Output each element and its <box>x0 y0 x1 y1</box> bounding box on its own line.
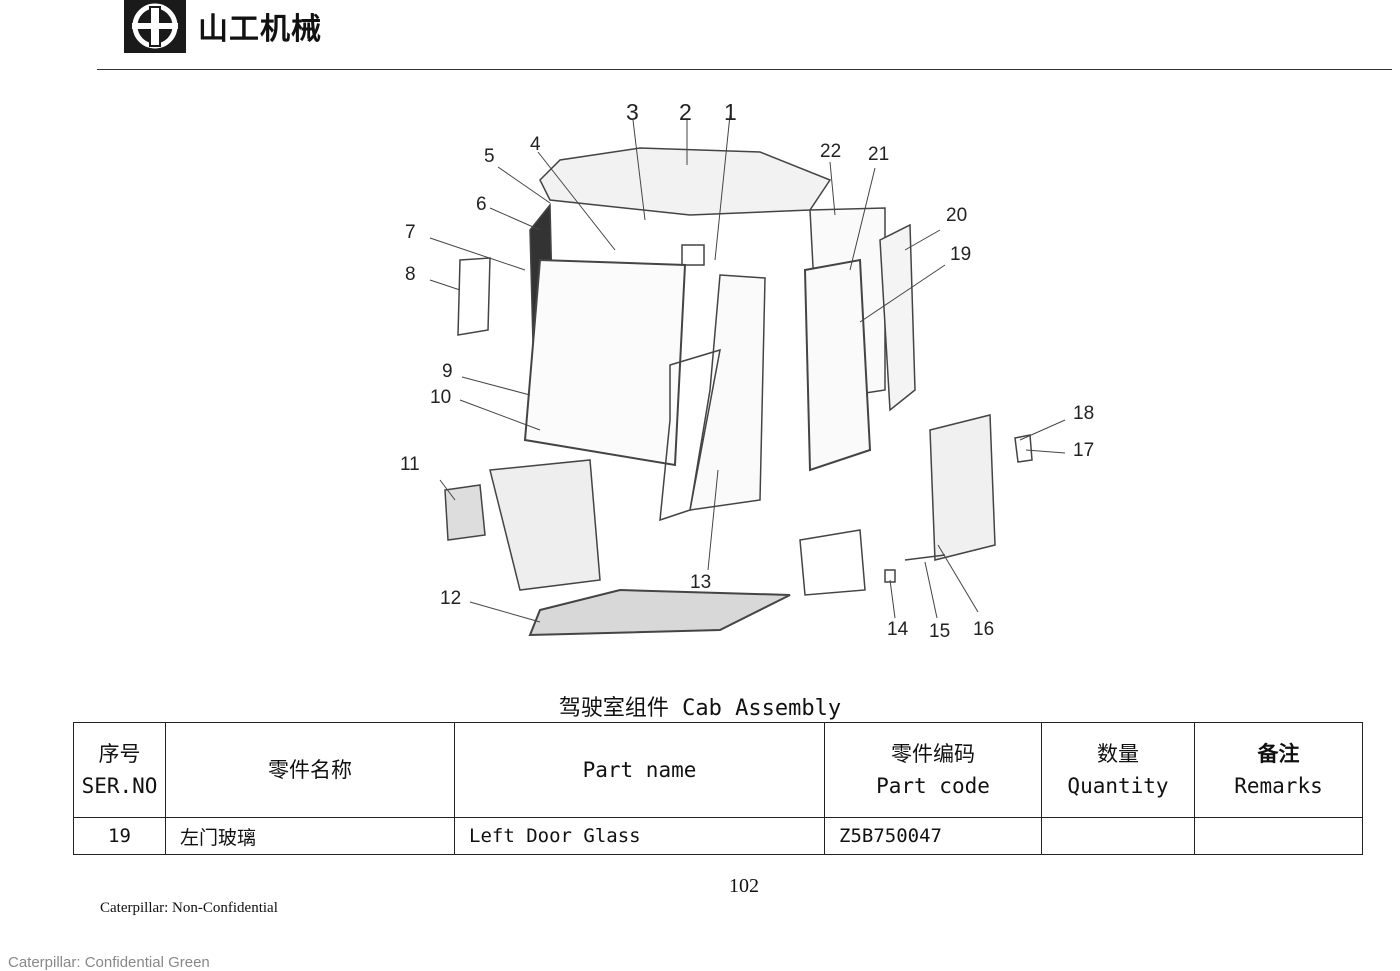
header-remarks-cn: 备注 <box>1257 742 1300 766</box>
header-part-name: Part name <box>454 722 825 818</box>
cell-name-cn: 左门玻璃 <box>165 817 455 855</box>
callout-11: 11 <box>400 454 420 475</box>
header-remarks-en: Remarks <box>1234 774 1323 798</box>
callout-19: 19 <box>950 244 971 265</box>
callout-3: 3 <box>626 99 639 125</box>
callout-15: 15 <box>929 621 950 642</box>
callout-1: 1 <box>724 99 737 125</box>
table-header-row: 序号 SER.NO 零件名称 Part name 零件编码 Part code … <box>73 722 1363 818</box>
callout-10: 10 <box>430 387 451 408</box>
table-row: 19 左门玻璃 Left Door Glass Z5B750047 <box>73 817 1363 855</box>
callout-6: 6 <box>476 194 487 215</box>
cell-name-en: Left Door Glass <box>454 817 825 855</box>
callout-7: 7 <box>405 222 416 243</box>
company-logo <box>124 0 186 53</box>
header-code-cn: 零件编码 <box>891 742 975 766</box>
callout-12: 12 <box>440 588 461 609</box>
callout-17: 17 <box>1073 440 1094 461</box>
header-qty-cn: 数量 <box>1097 742 1139 766</box>
brand-name: 山工机械 <box>198 12 322 47</box>
callout-14: 14 <box>887 619 909 640</box>
header-remarks: 备注 Remarks <box>1194 722 1363 818</box>
callout-18: 18 <box>1073 403 1094 424</box>
callout-8: 8 <box>405 264 416 285</box>
callout-13: 13 <box>690 572 711 593</box>
header-divider <box>97 69 1392 70</box>
page-number: 102 <box>729 875 759 897</box>
header-part-code: 零件编码 Part code <box>824 722 1042 818</box>
header-qty-en: Quantity <box>1067 774 1169 798</box>
cell-part-code: Z5B750047 <box>824 817 1042 855</box>
callout-9: 9 <box>442 361 453 382</box>
parts-table: 序号 SER.NO 零件名称 Part name 零件编码 Part code … <box>73 722 1363 855</box>
callout-22: 22 <box>820 141 841 162</box>
header-quantity: 数量 Quantity <box>1041 722 1195 818</box>
classification-label-secondary: Caterpillar: Confidential Green <box>8 954 210 971</box>
callout-16: 16 <box>973 619 994 640</box>
callout-2: 2 <box>679 99 692 125</box>
header-ser-no: 序号 SER.NO <box>73 722 166 818</box>
cell-remarks <box>1194 817 1363 855</box>
cell-ser: 19 <box>73 817 166 855</box>
callout-5: 5 <box>484 146 495 167</box>
cab-assembly-diagram: 1 2 3 4 5 6 7 8 9 10 11 12 13 14 15 16 1… <box>390 90 1130 660</box>
header-code-en: Part code <box>876 774 990 798</box>
callout-20: 20 <box>946 205 967 226</box>
callout-4: 4 <box>530 134 541 155</box>
header-ser-en: SER.NO <box>81 774 158 798</box>
cell-quantity <box>1041 817 1195 855</box>
header-ser-cn: 序号 <box>98 742 141 766</box>
figure-caption: 驾驶室组件 Cab Assembly <box>558 696 842 721</box>
classification-label: Caterpillar: Non-Confidential <box>100 900 278 916</box>
callout-21: 21 <box>868 144 889 165</box>
header-name-cn: 零件名称 <box>165 722 455 818</box>
